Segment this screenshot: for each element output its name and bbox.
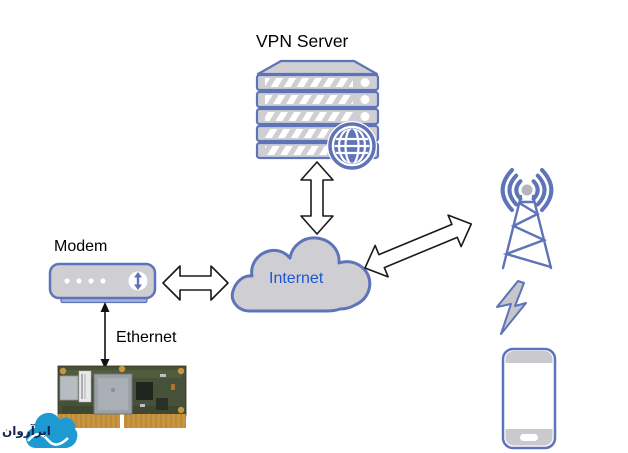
internet-label: Internet xyxy=(269,270,324,287)
cell-tower-antenna-icon xyxy=(500,168,554,270)
vpn-server-label: VPN Server xyxy=(256,31,349,51)
circuit-board-photo xyxy=(57,365,187,428)
modem-label: Modem xyxy=(54,238,108,255)
ethernet-label: Ethernet xyxy=(116,329,177,346)
logo-text: ابرآروان xyxy=(2,424,51,438)
modem-router-icon xyxy=(48,262,157,304)
updown-arrow-icon xyxy=(128,271,148,291)
arrow-vpn-internet xyxy=(300,161,334,235)
arrow-modem-internet xyxy=(162,265,229,301)
arrow-internet-tower xyxy=(364,214,473,278)
server-stack-globe-icon xyxy=(255,59,380,171)
cloud-icon xyxy=(230,236,372,313)
cloud-wave-logo-icon xyxy=(25,412,78,448)
ethernet-link-arrow xyxy=(100,302,110,369)
smartphone-icon xyxy=(501,347,557,450)
globe-icon xyxy=(327,121,377,171)
lightning-bolt-icon xyxy=(496,280,527,335)
